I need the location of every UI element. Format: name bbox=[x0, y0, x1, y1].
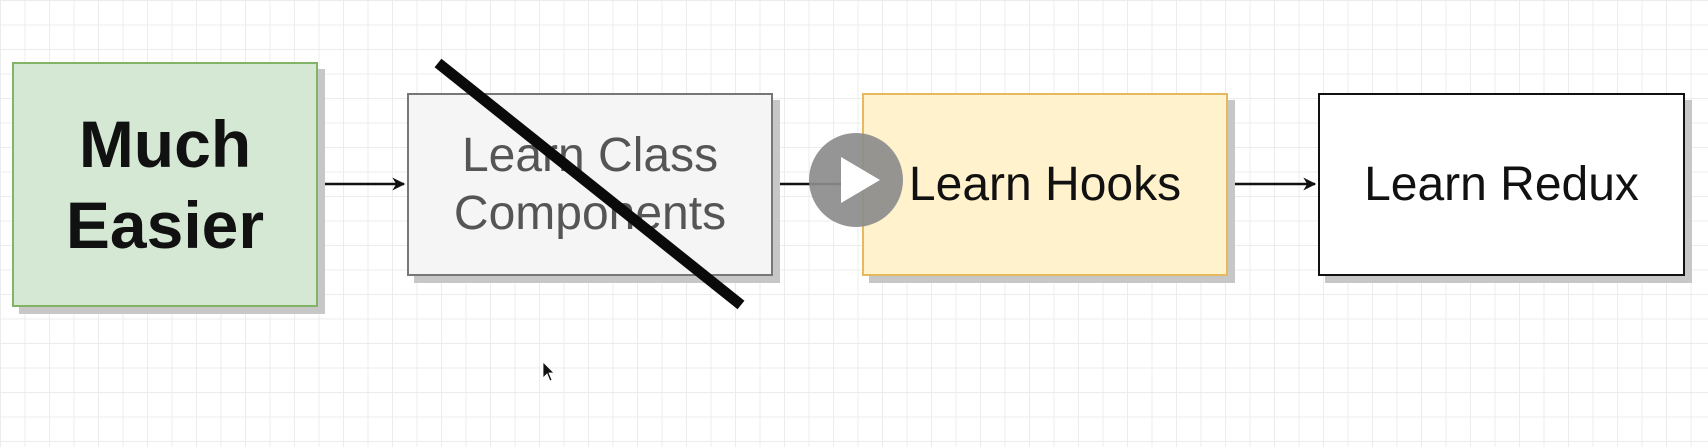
play-icon[interactable] bbox=[809, 133, 903, 227]
mouse-cursor-icon bbox=[542, 361, 555, 382]
node-learn-redux-label: Learn Redux bbox=[1364, 157, 1639, 211]
node-learn-hooks: Learn Hooks bbox=[862, 93, 1228, 276]
node-learn-redux: Learn Redux bbox=[1318, 93, 1685, 276]
node-learn-hooks-label: Learn Hooks bbox=[908, 157, 1182, 211]
node-much-easier-label: Much Easier bbox=[65, 106, 265, 262]
node-much-easier: Much Easier bbox=[12, 62, 318, 307]
node-learn-class-components-label: Learn Class Components bbox=[453, 128, 727, 240]
strike-through-line bbox=[434, 58, 745, 310]
